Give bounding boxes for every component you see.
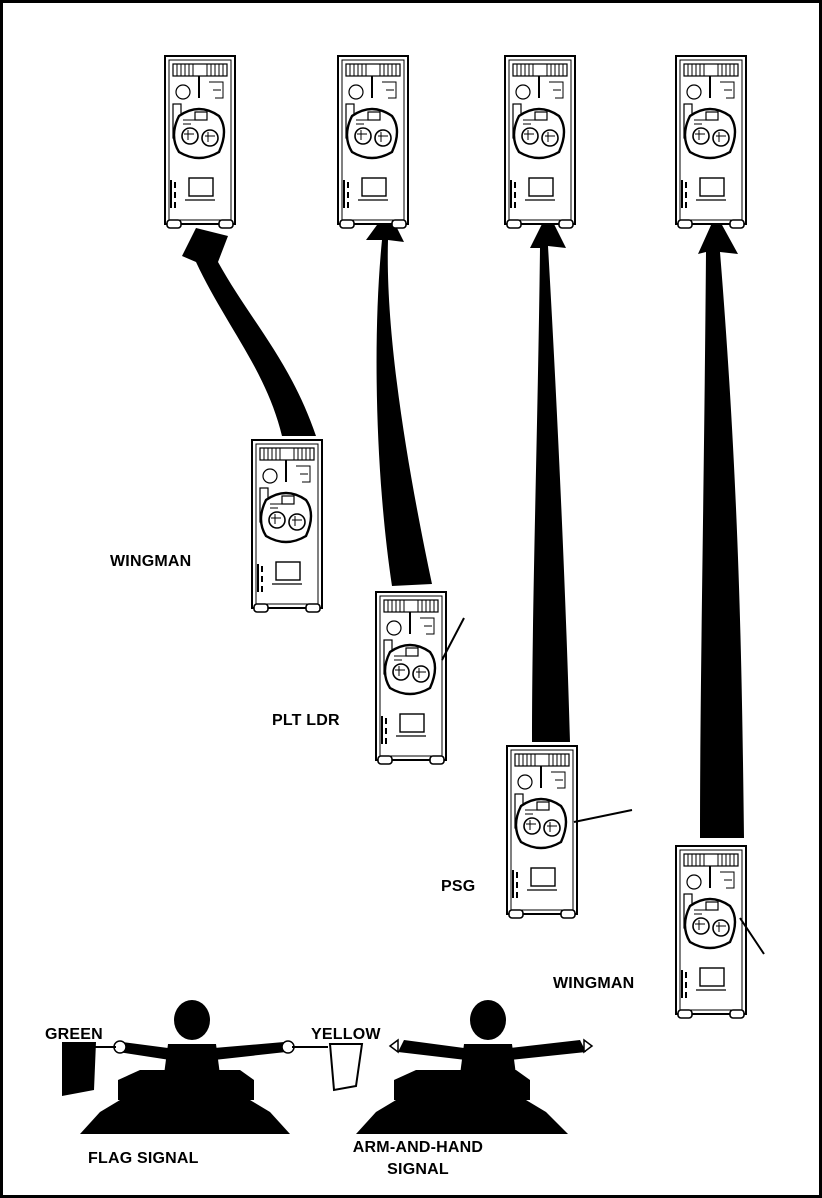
label-wingman-left: WINGMAN bbox=[110, 553, 191, 571]
tank-wingman-right bbox=[676, 846, 764, 1018]
tank-plt-ldr bbox=[376, 592, 464, 764]
flag-signal-figure bbox=[62, 1000, 362, 1134]
tank-objective-4 bbox=[676, 56, 746, 228]
arrow-plt-ldr bbox=[366, 210, 432, 586]
tank-wingman-left bbox=[252, 440, 322, 612]
tank-objective-1 bbox=[165, 56, 235, 228]
tank-objective-2 bbox=[338, 56, 408, 228]
label-wingman-right: WINGMAN bbox=[553, 975, 634, 993]
label-psg: PSG bbox=[441, 878, 475, 896]
arrow-psg bbox=[530, 212, 570, 742]
label-flag-signal: FLAG SIGNAL bbox=[88, 1150, 199, 1168]
label-arm-and-hand-line2: SIGNAL bbox=[338, 1159, 498, 1181]
label-arm-and-hand-signal: ARM-AND-HAND SIGNAL bbox=[338, 1137, 498, 1181]
green-flag bbox=[62, 1042, 96, 1096]
arrow-right-wingman bbox=[698, 214, 744, 838]
tank-psg bbox=[507, 746, 632, 918]
label-arm-and-hand-line1: ARM-AND-HAND bbox=[338, 1137, 498, 1159]
label-green: GREEN bbox=[45, 1026, 103, 1044]
yellow-flag bbox=[330, 1044, 362, 1090]
arrow-left-wingman bbox=[182, 228, 316, 436]
label-plt-ldr: PLT LDR bbox=[272, 712, 340, 730]
arm-and-hand-figure bbox=[356, 1000, 592, 1134]
tank-objective-3 bbox=[505, 56, 575, 228]
label-yellow: YELLOW bbox=[311, 1026, 381, 1044]
